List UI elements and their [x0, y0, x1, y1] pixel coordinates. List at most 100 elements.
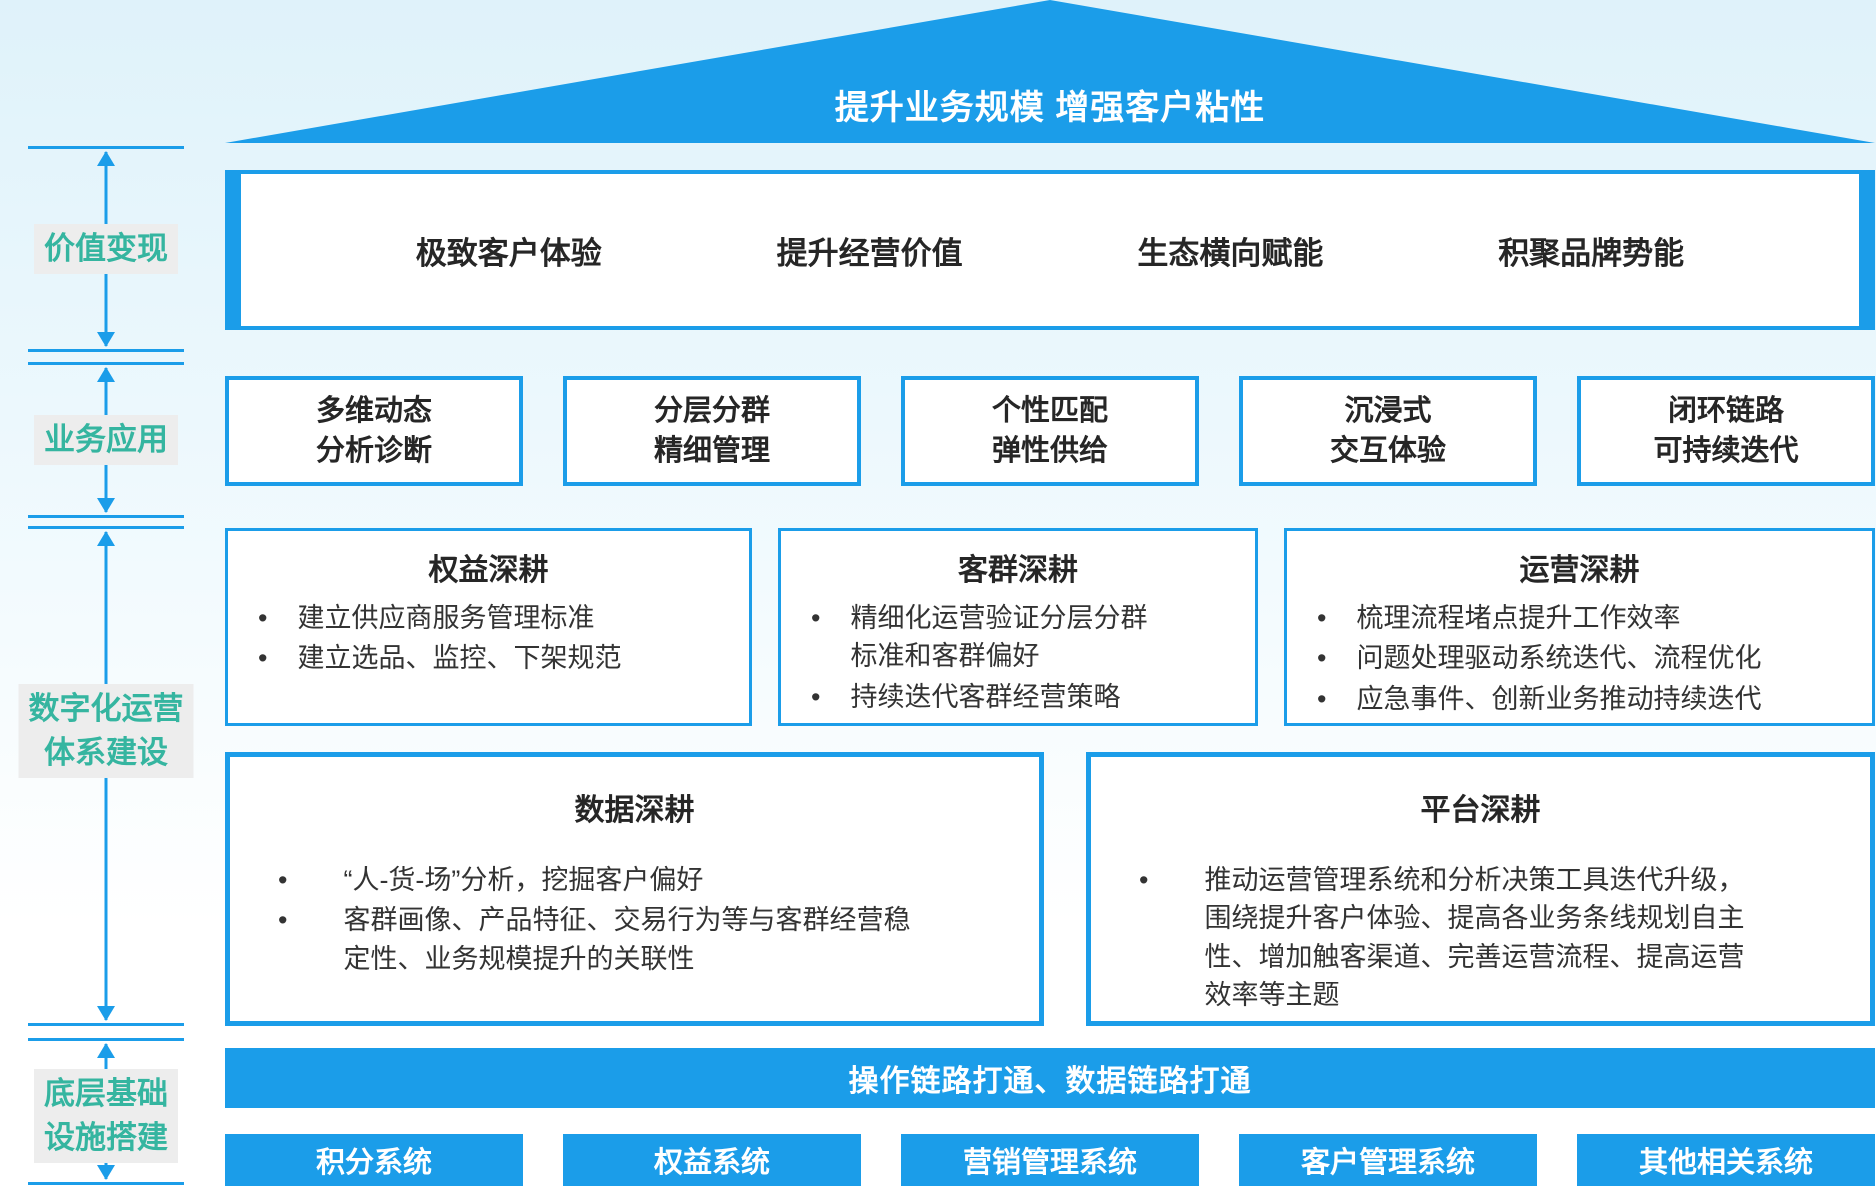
bullet-item: 问题处理驱动系统迭代、流程优化	[1305, 639, 1854, 677]
bullet-item: 建立选品、监控、下架规范	[246, 639, 731, 677]
bullet-item: 应急事件、创新业务推动持续迭代	[1305, 680, 1854, 718]
bullet-dot	[258, 599, 267, 637]
roof-banner: 提升业务规模 增强客户粘性	[225, 0, 1875, 143]
arrowhead-down-icon	[97, 498, 115, 513]
system-box-customer: 客户管理系统	[1239, 1134, 1537, 1186]
stage-rail-infrastructure: 底层基础 设施搭建	[18, 1038, 194, 1185]
bullet-text: “人-货-场”分析，挖掘客户偏好	[343, 865, 704, 895]
bullet-dot	[1317, 599, 1326, 637]
arrow-cap-top	[28, 1038, 184, 1041]
bullet-text: 梳理流程堵点提升工作效率	[1356, 603, 1681, 633]
link-through-label: 操作链路打通、数据链路打通	[848, 1065, 1252, 1098]
bullet-text: 精细化运营验证分层分群标准和客群偏好	[850, 603, 1148, 672]
arrowhead-up-icon	[97, 367, 115, 382]
deep-box-title: 数据深耕	[574, 794, 695, 827]
stage-label-application: 业务应用	[34, 414, 178, 466]
app-box-personal-matching: 个性匹配 弹性供给	[901, 376, 1199, 486]
bullet-item: “人-货-场”分析，挖掘客户偏好	[248, 861, 1021, 899]
bullet-dot	[1139, 861, 1148, 1014]
roof-triangle-shape	[225, 0, 1875, 143]
business-application-row: 多维动态 分析诊断 分层分群 精细管理 个性匹配 弹性供给 沉浸式 交互体验 闭…	[225, 376, 1875, 486]
deep-box-operations: 运营深耕 梳理流程堵点提升工作效率 问题处理驱动系统迭代、流程优化 应急事件、创…	[1284, 528, 1875, 726]
stage-label-line: 设施搭建	[44, 1119, 168, 1155]
deep-box-platform: 平台深耕 推动运营管理系统和分析决策工具迭代升级，围绕提升客户体验、提高各业务条…	[1086, 752, 1875, 1026]
app-box-layered-management: 分层分群 精细管理	[563, 376, 861, 486]
bullet-item: 梳理流程堵点提升工作效率	[1305, 599, 1854, 637]
system-box-points: 积分系统	[225, 1134, 523, 1186]
app-box-line: 个性匹配	[991, 394, 1108, 427]
stage-label-infrastructure: 底层基础 设施搭建	[34, 1068, 178, 1163]
bullet-item: 持续迭代客群经营策略	[799, 678, 1237, 716]
bullet-text: 持续迭代客群经营策略	[850, 681, 1121, 712]
value-item: 极致客户体验	[415, 235, 602, 271]
arrow-cap-top	[28, 526, 184, 529]
bullet-text: 建立供应商服务管理标准	[297, 603, 595, 633]
bullet-text: 推动运营管理系统和分析决策工具迭代升级，围绕提升客户体验、提高各业务条线规划自主…	[1204, 865, 1745, 1010]
arrow-cap-bottom	[28, 349, 184, 352]
stage-label-line: 数字化运营	[28, 690, 184, 726]
stage-rail-value: 价值变现	[18, 146, 194, 352]
app-box-line: 可持续迭代	[1653, 435, 1799, 467]
bullet-dot	[1317, 680, 1326, 718]
deep-box-customer-group: 客群深耕 精细化运营验证分层分群标准和客群偏好 持续迭代客群经营策略	[778, 528, 1258, 726]
bullet-item: 建立供应商服务管理标准	[246, 599, 731, 637]
arrow-cap-bottom	[28, 515, 184, 518]
bullet-text: 问题处理驱动系统迭代、流程优化	[1356, 643, 1762, 674]
bullet-dot	[278, 861, 287, 899]
stage-label-line: 业务应用	[44, 421, 168, 457]
systems-row: 积分系统 权益系统 营销管理系统 客户管理系统 其他相关系统	[225, 1134, 1875, 1186]
app-box-line: 交互体验	[1329, 435, 1446, 467]
app-box-line: 沉浸式	[1344, 394, 1432, 427]
deep-box-title: 客群深耕	[958, 554, 1078, 587]
bullet-dot	[278, 901, 287, 978]
stage-label-value: 价值变现	[34, 223, 178, 275]
stage-rail-application: 业务应用	[18, 362, 194, 518]
app-box-line: 闭环链路	[1667, 394, 1784, 427]
bullet-text: 建立选品、监控、下架规范	[297, 643, 622, 674]
arrowhead-down-icon	[97, 1165, 115, 1180]
app-box-line: 分层分群	[653, 394, 770, 427]
stage-label-line: 底层基础	[44, 1075, 168, 1111]
stage-label-line: 体系建设	[44, 735, 168, 770]
roof-title: 提升业务规模 增强客户粘性	[834, 89, 1266, 127]
arrow-cap-top	[28, 362, 184, 365]
deep-operation-row-2: 数据深耕 “人-货-场”分析，挖掘客户偏好 客群画像、产品特征、交易行为等与客群…	[225, 752, 1875, 1026]
bullet-item: 客群画像、产品特征、交易行为等与客群经营稳定性、业务规模提升的关联性	[248, 901, 1021, 978]
deep-operation-row-1: 权益深耕 建立供应商服务管理标准 建立选品、监控、下架规范 客群深耕 精细化运营…	[225, 528, 1875, 726]
app-box-line: 精细管理	[653, 435, 770, 467]
link-through-bar: 操作链路打通、数据链路打通	[225, 1048, 1875, 1108]
arrow-cap-bottom	[28, 1023, 184, 1026]
deep-box-title: 平台深耕	[1420, 794, 1541, 827]
system-box-rights: 权益系统	[563, 1134, 861, 1186]
stage-label-digital-operation: 数字化运营 体系建设	[18, 683, 194, 779]
arrowhead-up-icon	[97, 151, 115, 166]
bullet-dot	[811, 678, 820, 716]
value-realization-box: 极致客户体验 提升经营价值 生态横向赋能 积聚品牌势能	[225, 170, 1875, 330]
app-box-line: 多维动态	[315, 394, 432, 427]
app-box-line: 分析诊断	[315, 435, 432, 467]
arrowhead-up-icon	[97, 1043, 115, 1058]
arrowhead-up-icon	[97, 531, 115, 546]
deep-box-title: 权益深耕	[428, 554, 549, 587]
value-item: 提升经营价值	[776, 235, 963, 271]
system-box-marketing: 营销管理系统	[901, 1134, 1199, 1186]
deep-box-rights: 权益深耕 建立供应商服务管理标准 建立选品、监控、下架规范	[225, 528, 752, 726]
deep-box-data: 数据深耕 “人-货-场”分析，挖掘客户偏好 客群画像、产品特征、交易行为等与客群…	[225, 752, 1044, 1026]
arrow-cap-bottom	[28, 1182, 184, 1185]
value-item: 生态横向赋能	[1137, 235, 1324, 271]
bullet-dot	[811, 599, 820, 676]
bullet-text: 客群画像、产品特征、交易行为等与客群经营稳定性、业务规模提升的关联性	[343, 905, 911, 974]
app-box-immersive-experience: 沉浸式 交互体验	[1239, 376, 1537, 486]
deep-box-title: 运营深耕	[1519, 554, 1640, 587]
bullet-dot	[258, 639, 267, 677]
app-box-closed-loop: 闭环链路 可持续迭代	[1577, 376, 1875, 486]
arrowhead-down-icon	[97, 1006, 115, 1021]
bullet-dot	[1317, 639, 1326, 677]
arrow-cap-top	[28, 146, 184, 149]
stage-label-line: 价值变现	[44, 230, 168, 266]
app-box-dynamic-analysis: 多维动态 分析诊断	[225, 376, 523, 486]
stage-rail-digital-operation: 数字化运营 体系建设	[18, 526, 194, 1026]
app-box-line: 弹性供给	[991, 435, 1108, 467]
arrowhead-down-icon	[97, 332, 115, 347]
